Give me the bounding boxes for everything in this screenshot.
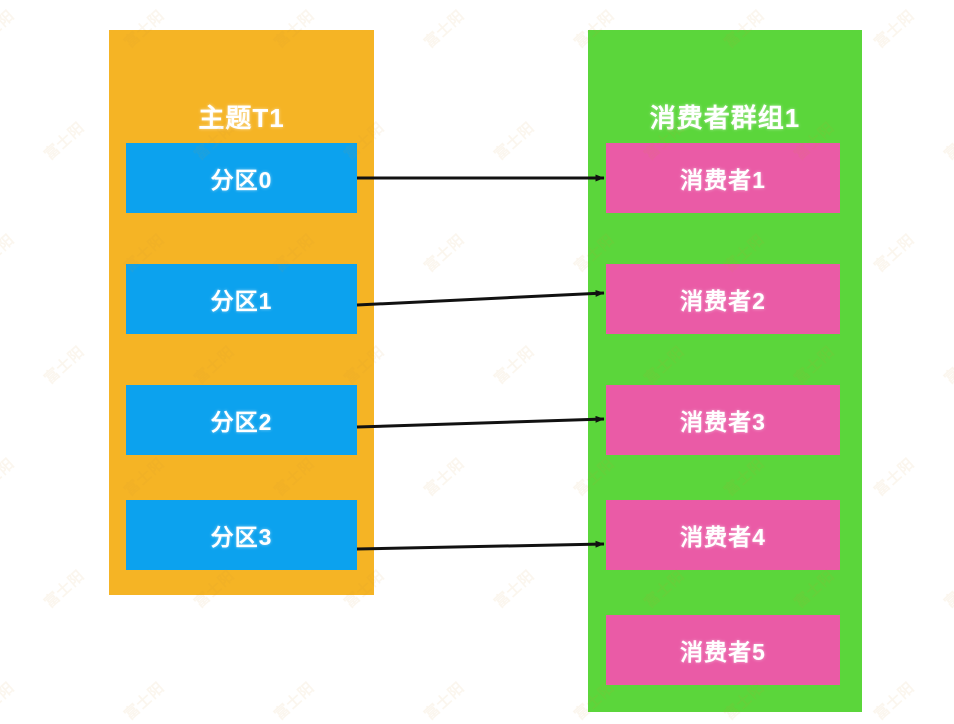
assignment-arrow: [356, 415, 605, 429]
topic-title: 主题T1: [198, 103, 285, 133]
consumer-card[interactable]: 消费者5: [606, 615, 840, 685]
consumer-group-container: 消费者群组1: [588, 30, 862, 712]
watermark-text: 富士阳: [40, 118, 89, 164]
watermark-text: 富士阳: [0, 454, 19, 500]
consumer-label: 消费者1: [680, 167, 766, 193]
watermark-text: 富士阳: [270, 678, 319, 724]
consumer-card[interactable]: 消费者4: [606, 500, 840, 570]
consumer-label: 消费者4: [680, 524, 766, 550]
watermark-text: 富士阳: [490, 118, 539, 164]
watermark-text: 富士阳: [40, 566, 89, 612]
partition-label: 分区2: [210, 409, 273, 435]
partition-card[interactable]: 分区1: [126, 264, 357, 334]
watermark-text: 富士阳: [870, 678, 919, 724]
watermark-text: 富士阳: [120, 678, 169, 724]
partition-card[interactable]: 分区0: [126, 143, 357, 213]
consumer-label: 消费者3: [680, 409, 766, 435]
consumer-card[interactable]: 消费者1: [606, 143, 840, 213]
watermark-text: 富士阳: [940, 566, 954, 612]
watermark-text: 富士阳: [940, 342, 954, 388]
watermark-text: 富士阳: [940, 118, 954, 164]
partition-label: 分区1: [210, 288, 273, 314]
assignment-arrow: [356, 540, 605, 551]
watermark-text: 富士阳: [0, 678, 19, 724]
consumer-card[interactable]: 消费者2: [606, 264, 840, 334]
watermark-text: 富士阳: [0, 230, 19, 276]
watermark-text: 富士阳: [420, 230, 469, 276]
watermark-text: 富士阳: [870, 454, 919, 500]
partition-card[interactable]: 分区2: [126, 385, 357, 455]
partition-label: 分区3: [210, 524, 273, 550]
watermark-text: 富士阳: [0, 6, 19, 52]
watermark-text: 富士阳: [490, 566, 539, 612]
watermark-text: 富士阳: [420, 678, 469, 724]
watermark-text: 富士阳: [420, 6, 469, 52]
consumer-label: 消费者2: [680, 288, 766, 314]
partition-card[interactable]: 分区3: [126, 500, 357, 570]
consumer-group-title: 消费者群组1: [649, 103, 801, 133]
watermark-text: 富士阳: [870, 6, 919, 52]
assignment-arrow: [356, 289, 605, 307]
watermark-text: 富士阳: [490, 342, 539, 388]
watermark-text: 富士阳: [40, 342, 89, 388]
consumer-card[interactable]: 消费者3: [606, 385, 840, 455]
watermark-text: 富士阳: [420, 454, 469, 500]
consumer-label: 消费者5: [680, 639, 766, 665]
partition-label: 分区0: [210, 167, 273, 193]
watermark-text: 富士阳: [870, 230, 919, 276]
